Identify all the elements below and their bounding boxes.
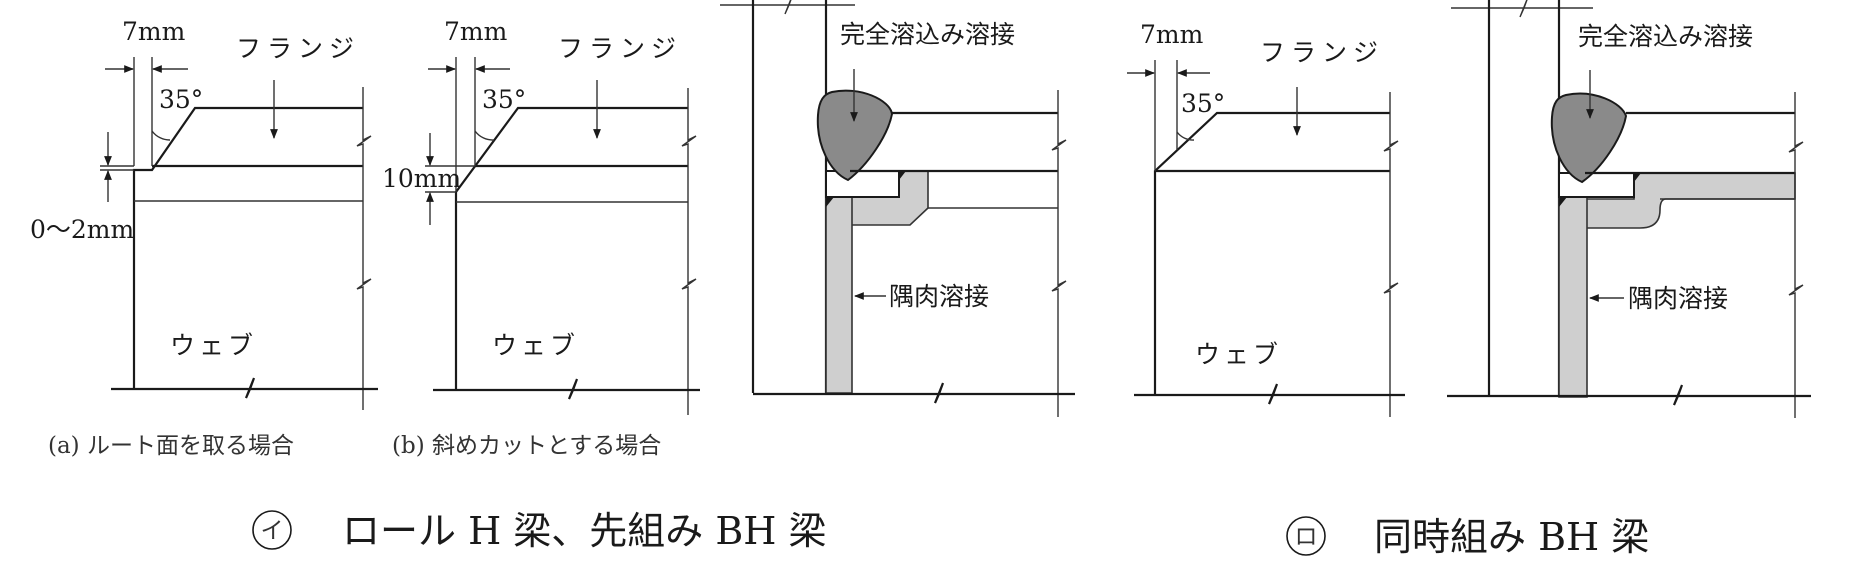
root-face-label: 0〜2mm	[30, 215, 135, 244]
angle-label: 35°	[1181, 89, 1225, 118]
dimension-10mm-label: 10mm	[382, 164, 462, 193]
break-line-right	[1788, 92, 1804, 418]
title-i-mark: イ	[261, 518, 284, 544]
dimension-lines	[133, 57, 153, 166]
flange-bevel-outline	[454, 106, 688, 390]
dimension-7mm-label: 7mm	[444, 17, 508, 46]
full-penetration-weld-label: 完全溶込み溶接	[1578, 22, 1753, 51]
column-flange-lines	[1487, 0, 1561, 396]
dimension-7mm-label: 7mm	[1140, 20, 1204, 49]
full-penetration-weld-label: 完全溶込み溶接	[840, 20, 1015, 49]
panel-i-column-joint: 完全溶込み溶接 隅肉溶接	[720, 0, 1075, 417]
angle-arc	[474, 130, 495, 141]
angle-arc	[151, 130, 171, 141]
break-line-top	[1451, 0, 1593, 18]
panel-b-oblique-cut: 7mm フランジ 35° 10mm ウェブ	[382, 17, 700, 415]
break-line-top	[720, 0, 855, 15]
title-i: イ ロール H 梁、先組み BH 梁	[252, 509, 827, 553]
title-i-text: ロール H 梁、先組み BH 梁	[342, 509, 827, 553]
circled-mark	[1286, 516, 1326, 556]
flange-label: フランジ	[1260, 38, 1384, 67]
break-line-right	[681, 88, 697, 415]
bevel-ticks	[425, 165, 475, 193]
break-line-bottom	[753, 382, 1075, 404]
root-face-ticks	[100, 165, 134, 171]
fillet-weld-label: 隅肉溶接	[889, 282, 989, 311]
beam-flange-lines	[850, 111, 1058, 173]
title-ro-mark: ロ	[1295, 524, 1318, 550]
break-line-bottom	[1447, 384, 1811, 406]
backing-strip	[825, 170, 900, 198]
angle-arc	[1176, 131, 1195, 141]
web-label: ウェブ	[170, 331, 257, 360]
circled-mark	[252, 510, 292, 550]
backing-strip	[1558, 172, 1635, 198]
angle-label: 35°	[482, 85, 526, 114]
flange-label: フランジ	[236, 34, 360, 63]
web-label: ウェブ	[1195, 340, 1282, 369]
break-line-right	[1051, 90, 1067, 417]
flange-bevel-outline	[132, 106, 363, 389]
title-ro: ロ 同時組み BH 梁	[1286, 515, 1649, 559]
break-line-right	[1383, 92, 1399, 417]
column-flange-lines	[751, 0, 828, 393]
break-line-right	[356, 87, 372, 410]
panel-a-root-face: 7mm フランジ 35° 0〜2mm ウェブ	[30, 17, 378, 410]
dimension-lines	[1154, 60, 1178, 171]
flange-bevel-outline	[1153, 111, 1390, 395]
full-penetration-weld	[816, 89, 894, 182]
beam-flange-lines	[1585, 111, 1795, 175]
break-line-bottom	[433, 378, 700, 400]
full-penetration-weld	[1550, 92, 1628, 184]
dimension-lines	[455, 57, 476, 192]
flange-label: フランジ	[558, 34, 682, 63]
break-line-bottom	[111, 377, 378, 399]
web-label: ウェブ	[492, 331, 579, 360]
break-line-bottom	[1134, 383, 1405, 405]
caption-a: (a) ルート面を取る場合	[48, 433, 294, 459]
dimension-7mm-label: 7mm	[122, 17, 186, 46]
panel-ro-bevel: 7mm フランジ 35° ウェブ	[1127, 20, 1405, 417]
caption-b: (b) 斜めカットとする場合	[392, 433, 661, 459]
angle-label: 35°	[159, 85, 203, 114]
fillet-weld-label: 隅肉溶接	[1628, 284, 1728, 313]
panel-ro-column-joint: 完全溶込み溶接 隅肉溶接	[1447, 0, 1811, 418]
title-ro-text: 同時組み BH 梁	[1374, 515, 1649, 559]
